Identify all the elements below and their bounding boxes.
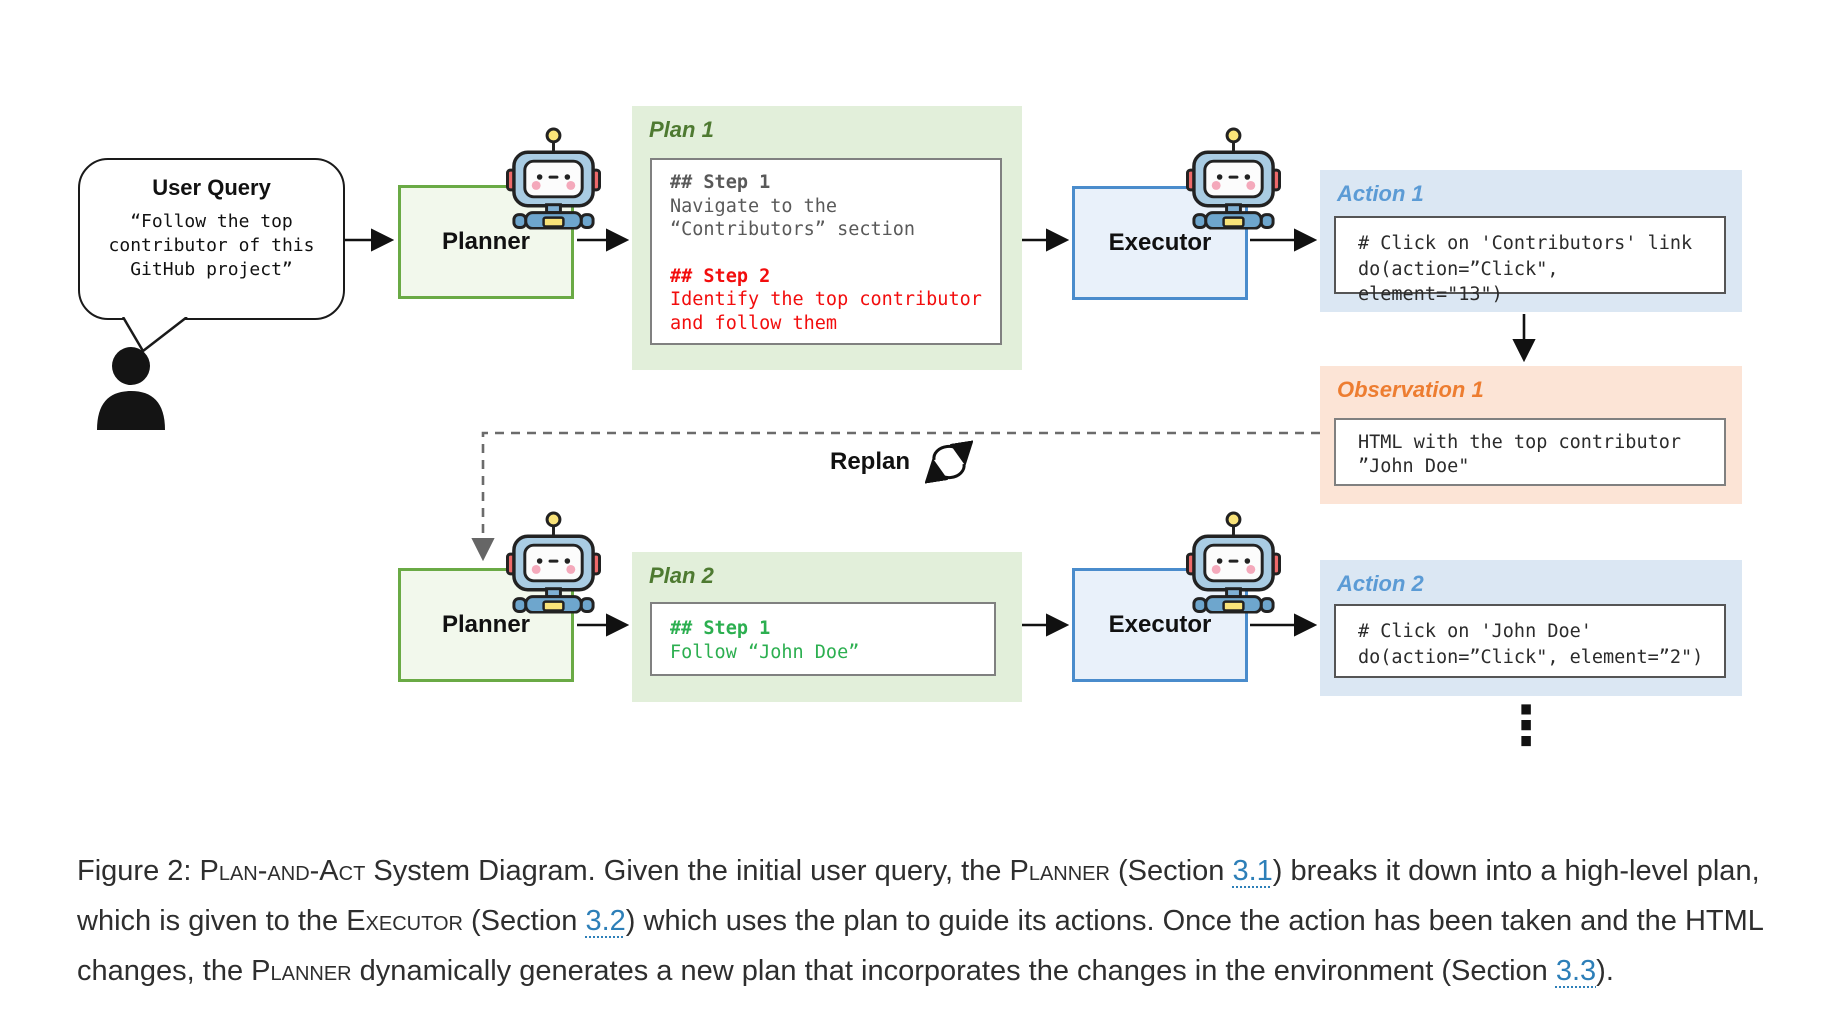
caption-segment: Planner — [1009, 855, 1110, 887]
executor-robot-icon-1 — [1186, 126, 1281, 230]
speech-bubble-tail — [121, 317, 188, 353]
step-header: ## Step 2 — [670, 265, 771, 287]
step-header: ## Step 1 — [670, 618, 771, 639]
caption-segment: dynamically generates a new plan that in… — [351, 955, 1556, 987]
section-ref-link[interactable]: 3.2 — [585, 905, 626, 937]
observation1-code-box: HTML with the top contributor ”John Doe" — [1334, 418, 1726, 486]
action2-title: Action 2 — [1337, 571, 1424, 596]
caption-segment: ) breaks it down into a high-level plan, — [1272, 855, 1760, 887]
caption-segment: ) which uses the plan to guide its actio… — [625, 905, 1764, 937]
plan2-title: Plan 2 — [649, 563, 714, 588]
caption-segment: which is given to the — [77, 905, 347, 937]
caption-segment: changes, the — [77, 955, 252, 987]
action2-code-box: # Click on 'John Doe' do(action=”Click",… — [1334, 604, 1726, 678]
replan-label: Replan — [830, 448, 911, 475]
plan1-title: Plan 1 — [649, 117, 714, 142]
section-ref-link[interactable]: 3.3 — [1555, 955, 1597, 987]
plan2-code-box: ## Step 1 Follow “John Doe” — [650, 602, 996, 676]
figure-caption: Figure 2: Plan-and-Act System Diagram. G… — [77, 846, 1764, 996]
caption-segment: System Diagram. Given the initial user q… — [365, 855, 1010, 887]
caption-segment: Executor — [346, 905, 463, 937]
vertical-ellipsis: ⋮ — [1499, 694, 1553, 757]
caption-segment: ). — [1596, 955, 1614, 987]
planner-box-1: Planner — [398, 185, 574, 299]
planner-label: Planner — [441, 228, 531, 255]
plan1-code-box: ## Step 1 Navigate to the “Contributors”… — [650, 158, 1002, 345]
planner-label: Planner — [441, 611, 531, 638]
plan1-step-2: ## Step 2 Identify the top contributor a… — [670, 265, 992, 336]
user-query-bubble: User Query “Follow the top contributor o… — [78, 158, 345, 320]
caption-line-1: Figure 2: Plan-and-Act System Diagram. G… — [77, 846, 1764, 896]
caption-segment: Plan-and-Act — [199, 855, 366, 887]
user-person-icon — [97, 347, 165, 430]
caption-segment: (Section — [1109, 855, 1233, 887]
plan1-step-1: ## Step 1 Navigate to the “Contributors”… — [670, 171, 992, 242]
caption-segment: Planner — [251, 955, 352, 987]
step-body: Identify the top contributor and follow … — [670, 289, 982, 334]
user-query-text: “Follow the top contributor of this GitH… — [108, 211, 315, 280]
executor-label: Executor — [1108, 611, 1212, 638]
caption-line-2: which is given to the Executor (Section … — [77, 896, 1764, 946]
planner-robot-icon-2 — [506, 510, 601, 614]
observation1-title: Observation 1 — [1337, 377, 1484, 402]
caption-line-3: changes, the Planner dynamically generat… — [77, 946, 1764, 996]
step-header: ## Step 1 — [670, 172, 771, 193]
user-query-title: User Query — [152, 175, 271, 200]
planner-robot-icon-1 — [506, 126, 601, 230]
action1-title: Action 1 — [1337, 181, 1424, 206]
caption-segment: (Section — [462, 905, 586, 937]
circular-refresh-arrows-icon — [925, 440, 973, 484]
caption-segment: Figure 2: — [77, 855, 200, 887]
step-body: Follow “John Doe” — [670, 641, 860, 663]
step-body: Navigate to the “Contributors” section — [670, 195, 916, 241]
executor-label: Executor — [1108, 229, 1212, 256]
plan2-step-1: ## Step 1 Follow “John Doe” — [670, 617, 986, 664]
executor-robot-icon-2 — [1186, 510, 1281, 614]
action1-code-box: # Click on 'Contributors' link do(action… — [1334, 216, 1726, 305]
section-ref-link[interactable]: 3.1 — [1232, 855, 1273, 887]
